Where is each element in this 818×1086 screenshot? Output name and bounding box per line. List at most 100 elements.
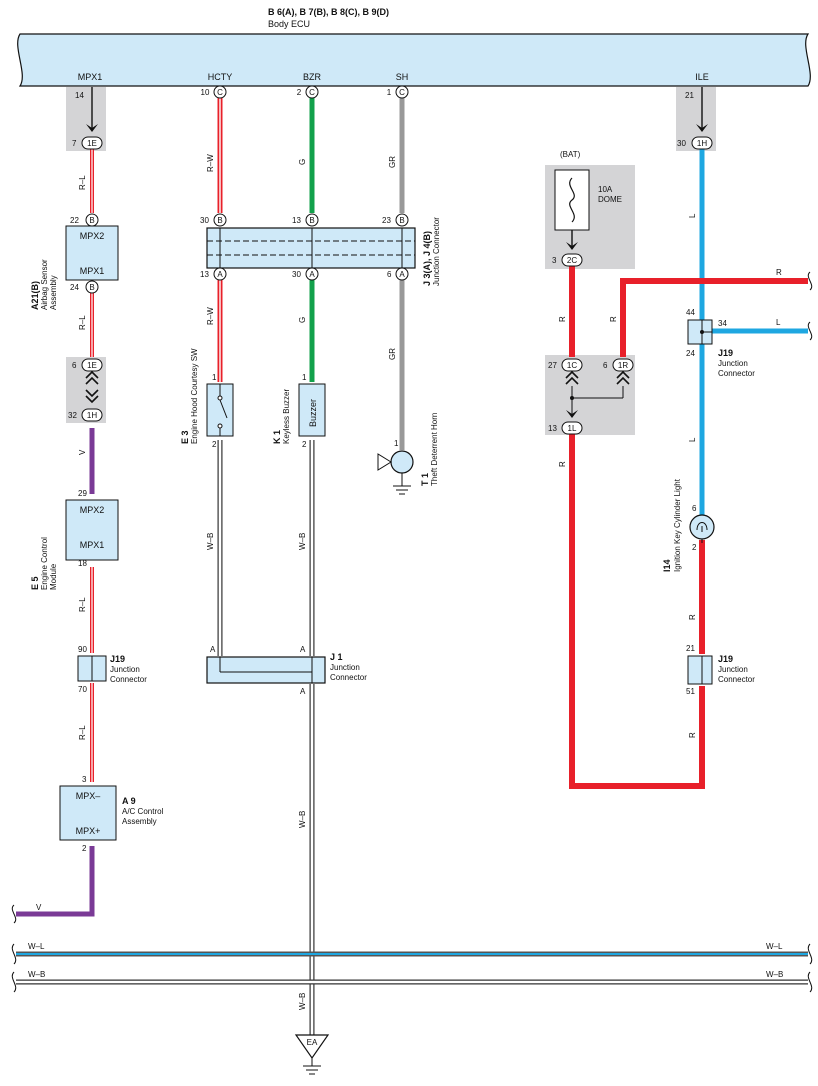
- label-wl-right: W–L: [766, 942, 783, 951]
- svg-text:J 1: J 1: [330, 652, 343, 662]
- svg-text:2: 2: [297, 88, 302, 97]
- svg-text:30: 30: [200, 216, 209, 225]
- svg-text:B: B: [217, 216, 222, 225]
- svg-text:1: 1: [302, 373, 307, 382]
- label-rl-3: R–L: [78, 597, 87, 612]
- svg-text:24: 24: [70, 283, 79, 292]
- label-g-1: G: [298, 159, 307, 165]
- svg-text:1R: 1R: [618, 361, 628, 370]
- svg-text:MPX+: MPX+: [76, 826, 101, 836]
- svg-text:C: C: [399, 88, 405, 97]
- svg-text:A: A: [300, 645, 306, 654]
- j19-junction-left: 90 70 J19 Junction Connector: [77, 645, 147, 694]
- bus-break-marks: [11, 943, 813, 993]
- svg-text:A 9: A 9: [122, 796, 136, 806]
- svg-text:MPX1: MPX1: [80, 266, 105, 276]
- svg-text:2C: 2C: [567, 256, 577, 265]
- svg-text:30: 30: [677, 139, 686, 148]
- hood-sw-name: Engine Hood Courtesy SW: [190, 348, 199, 444]
- svg-text:1E: 1E: [87, 139, 97, 148]
- label-v-horizontal: V: [36, 903, 42, 912]
- label-wb-3: W–B: [298, 811, 307, 828]
- horn-name: Theft Deterrent Horn: [430, 413, 439, 486]
- junction-block-1c-1r-1l: 1C 27 1R 6 1L 13: [548, 358, 634, 435]
- svg-text:Connector: Connector: [110, 675, 147, 684]
- engine-hood-courtesy-switch: 1 2: [206, 373, 234, 449]
- label-rl-1: R–L: [78, 175, 87, 190]
- label-g-2: G: [298, 317, 307, 323]
- ecm-id: E 5: [30, 576, 40, 590]
- wire-l-ile: [699, 147, 808, 516]
- svg-text:34: 34: [718, 319, 727, 328]
- svg-text:C: C: [309, 88, 315, 97]
- svg-text:6: 6: [692, 504, 697, 513]
- wire-v-purple: [16, 428, 95, 917]
- svg-text:A/C Control: A/C Control: [122, 807, 164, 816]
- svg-text:1C: 1C: [567, 361, 577, 370]
- ecu-name: Body ECU: [268, 19, 310, 29]
- label-wb-left: W–B: [28, 970, 45, 979]
- svg-text:B: B: [309, 216, 314, 225]
- svg-text:30: 30: [292, 270, 301, 279]
- svg-text:MPX1: MPX1: [80, 540, 105, 550]
- label-l-2: L: [688, 437, 697, 442]
- svg-text:J19: J19: [718, 654, 733, 664]
- svg-text:Junction: Junction: [110, 665, 140, 674]
- svg-text:13: 13: [548, 424, 557, 433]
- airbag-id: A21(B): [30, 281, 40, 310]
- svg-text:1L: 1L: [568, 424, 577, 433]
- body-ecu-panel: [17, 33, 811, 87]
- svg-text:EA: EA: [307, 1038, 318, 1047]
- buzzer-id: K 1: [272, 430, 282, 444]
- svg-text:A: A: [300, 687, 306, 696]
- connector-1h-inline: 1H 32: [68, 408, 103, 422]
- label-rl-2: R–L: [78, 315, 87, 330]
- j1-junction-connector: A A A J 1 Junction Connector: [206, 645, 367, 696]
- label-r-4: R: [688, 614, 697, 620]
- jconn-id: J 3(A), J 4(B): [422, 231, 432, 286]
- svg-text:18: 18: [78, 559, 87, 568]
- label-wb-1: W–B: [206, 533, 215, 550]
- svg-text:Buzzer: Buzzer: [308, 399, 318, 427]
- svg-text:Connector: Connector: [330, 673, 367, 682]
- svg-text:B: B: [89, 283, 94, 292]
- svg-text:A: A: [399, 270, 405, 279]
- svg-text:MPX2: MPX2: [80, 505, 105, 515]
- svg-text:1H: 1H: [87, 411, 97, 420]
- svg-text:MPX2: MPX2: [80, 231, 105, 241]
- chevron-down-icon: [85, 389, 99, 404]
- svg-text:7: 7: [72, 139, 77, 148]
- j19-junction-lower-right: 21 51 J19 Junction Connector: [686, 644, 755, 696]
- svg-text:24: 24: [686, 349, 695, 358]
- ecu-pin-sh: C 1: [387, 85, 409, 99]
- svg-text:14: 14: [75, 91, 84, 100]
- svg-text:10: 10: [201, 88, 210, 97]
- ac-control-assembly: MPX– MPX+ 3 2 A 9 A/C Control Assembly: [59, 775, 164, 853]
- theft-deterrent-horn: 1: [377, 439, 414, 495]
- label-wb-2: W–B: [298, 533, 307, 550]
- svg-text:MPX–: MPX–: [76, 791, 101, 801]
- svg-text:Junction: Junction: [718, 665, 748, 674]
- horn-id: T 1: [420, 473, 430, 486]
- svg-text:13: 13: [200, 270, 209, 279]
- terminal-bzr: BZR: [303, 72, 322, 82]
- ecu-pin-bzr: C 2: [297, 85, 319, 99]
- svg-text:22: 22: [70, 216, 79, 225]
- chevron-up-icon: [85, 370, 99, 385]
- svg-text:13: 13: [292, 216, 301, 225]
- fuse-10a-dome: (BAT) 10A DOME 2C 3: [552, 150, 622, 267]
- svg-text:C: C: [217, 88, 223, 97]
- svg-text:21: 21: [685, 91, 694, 100]
- svg-text:10A: 10A: [598, 185, 613, 194]
- keyless-buzzer: Buzzer 1 2: [298, 373, 326, 449]
- svg-text:B: B: [89, 216, 94, 225]
- label-wl-left: W–L: [28, 942, 45, 951]
- svg-text:DOME: DOME: [598, 195, 622, 204]
- connector-1e-top: 1E 7: [72, 136, 103, 150]
- pin-21-arrow: 21: [685, 87, 708, 132]
- terminal-sh: SH: [396, 72, 409, 82]
- label-l-1: L: [688, 213, 697, 218]
- svg-text:6: 6: [387, 270, 392, 279]
- label-rw-1: R–W: [206, 154, 215, 172]
